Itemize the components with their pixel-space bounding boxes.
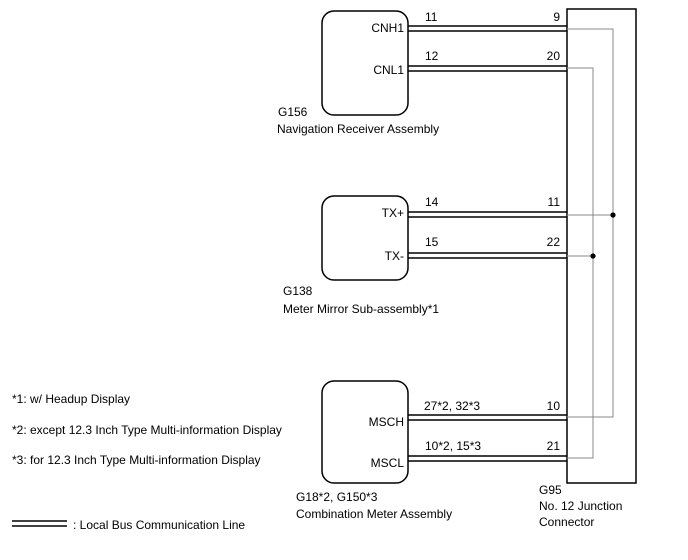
jc-pin-label-txminus: 22	[547, 235, 561, 249]
bus-line-cnl1	[408, 65, 567, 72]
signal-label-cnh1: CNH1	[371, 21, 404, 35]
pin-label-txminus: 15	[425, 235, 439, 249]
component-name-combination-meter: Combination Meter Assembly	[296, 507, 452, 521]
junction-connector-box	[566, 8, 637, 484]
junction-name-line1: No. 12 Junction	[539, 499, 622, 513]
jc-pin-label-txplus: 11	[548, 195, 561, 209]
bus-line-msch	[408, 414, 567, 421]
bus-line-mscl	[408, 455, 567, 462]
junction-internal-lines	[567, 28, 614, 459]
combination-meter-box	[321, 380, 409, 484]
pin-label-cnh1: 11	[425, 10, 438, 24]
navigation-receiver-box	[321, 10, 409, 116]
pin-label-cnl1: 12	[425, 49, 439, 63]
jc-pin-label-mscl: 21	[547, 439, 561, 453]
note-1: *1: w/ Headup Display	[12, 392, 130, 406]
pin-label-txplus: 14	[425, 195, 439, 209]
meter-mirror-box	[321, 195, 409, 281]
component-code-g138: G138	[283, 284, 313, 298]
component-name-meter-mirror: Meter Mirror Sub-assembly*1	[283, 302, 439, 316]
component-code-g156: G156	[278, 105, 308, 119]
pin-label-msch: 27*2, 32*3	[424, 399, 480, 413]
jc-pin-label-cnh1: 9	[553, 10, 560, 24]
pin-label-mscl: 10*2, 15*3	[425, 439, 481, 453]
note-2: *2: except 12.3 Inch Type Multi-informat…	[12, 423, 282, 437]
signal-label-msch: MSCH	[369, 415, 404, 429]
legend-double-line-symbol	[12, 520, 67, 527]
junction-code-g95: G95	[539, 483, 562, 497]
junction-line-low	[567, 67, 594, 459]
component-name-navigation-receiver: Navigation Receiver Assembly	[277, 122, 439, 136]
jc-pin-label-msch: 10	[547, 399, 561, 413]
bus-line-txminus	[408, 252, 567, 259]
legend-label: : Local Bus Communication Line	[73, 518, 245, 532]
junction-line-high	[567, 28, 614, 418]
bus-line-cnh1	[408, 25, 567, 32]
jc-pin-label-cnl1: 20	[547, 49, 561, 63]
bus-line-txplus	[408, 211, 567, 218]
signal-label-txplus: TX+	[382, 206, 404, 220]
signal-label-mscl: MSCL	[371, 456, 405, 470]
component-code-g18-g150: G18*2, G150*3	[296, 490, 378, 504]
junction-name-line2: Connector	[539, 515, 594, 529]
junction-node-high	[610, 212, 616, 218]
junction-node-low	[590, 253, 596, 259]
note-3: *3: for 12.3 Inch Type Multi-information…	[12, 453, 261, 467]
signal-label-txminus: TX-	[385, 249, 404, 263]
signal-label-cnl1: CNL1	[373, 63, 404, 77]
